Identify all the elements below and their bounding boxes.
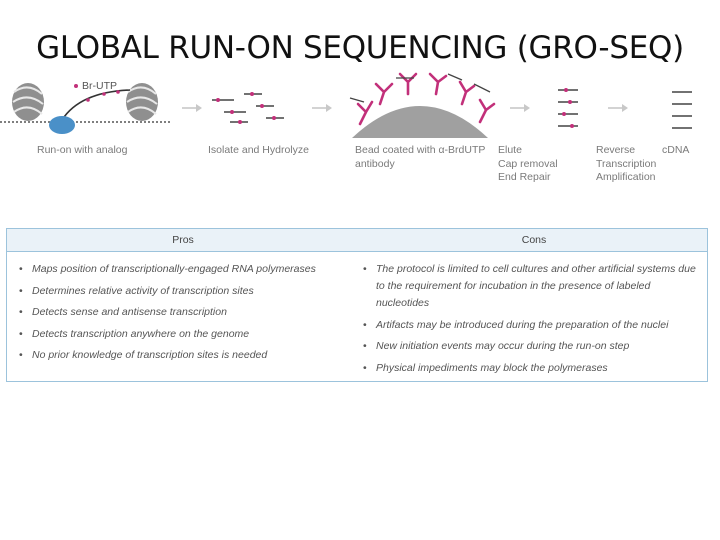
workflow-illustration: [0, 72, 692, 138]
gro-seq-workflow-diagram: Br-UTP Run-on with analog Isolate and Hy…: [0, 72, 720, 192]
pros-item: Detects sense and antisense transcriptio…: [17, 304, 352, 321]
arrow-right-icon: [608, 104, 628, 112]
cons-item: New initiation events may occur during t…: [361, 338, 701, 355]
nascent-rna-strand: [61, 89, 131, 121]
cons-header: Cons: [521, 234, 547, 246]
br-utp-dot-icon: [116, 90, 120, 94]
arrow-right-icon: [312, 104, 332, 112]
cons-list: The protocol is limited to cell cultures…: [361, 261, 701, 381]
rna-fragments-illustration: [212, 92, 284, 124]
step-label-elute: Elute Cap removal End Repair: [498, 144, 558, 183]
cons-item: The protocol is limited to cell cultures…: [361, 261, 701, 312]
antibody-icon: [356, 72, 496, 126]
nucleosome-left-icon: [12, 83, 44, 121]
antibody-bead-illustration: [349, 72, 496, 138]
pros-cons-table: Pros Cons Maps position of transcription…: [6, 228, 708, 382]
arrow-right-icon: [510, 104, 530, 112]
step-label-isolate-hydrolyze: Isolate and Hydrolyze: [208, 144, 309, 156]
br-utp-dot-icon: [102, 92, 106, 96]
br-utp-dot-icon: [86, 98, 90, 102]
table-header-row: Pros Cons: [7, 229, 707, 252]
pros-list: Maps position of transcriptionally-engag…: [17, 261, 352, 369]
br-utp-dot-icon: [74, 84, 78, 88]
eluted-rna-illustration: [558, 88, 578, 128]
pros-item: Detects transcription anywhere on the ge…: [17, 326, 352, 343]
cons-item: Artifacts may be introduced during the p…: [361, 317, 701, 334]
cons-item: Physical impediments may block the polym…: [361, 360, 701, 377]
run-on-illustration: [0, 83, 172, 134]
bead-icon: [352, 106, 488, 138]
step-label-reverse-transcription: Reverse Transcription Amplification: [596, 144, 657, 183]
nucleosome-right-icon: [126, 83, 158, 121]
page-title: GLOBAL RUN-ON SEQUENCING (GRO-SEQ): [36, 30, 684, 66]
br-utp-label: Br-UTP: [82, 80, 117, 92]
step-label-cdna: cDNA: [662, 144, 690, 156]
pros-item: Maps position of transcriptionally-engag…: [17, 261, 352, 278]
cdna-illustration: [672, 91, 692, 129]
step-label-run-on: Run-on with analog: [37, 144, 128, 156]
pros-item: No prior knowledge of transcription site…: [17, 347, 352, 364]
rna-polymerase-icon: [49, 116, 75, 134]
pros-header: Pros: [172, 234, 194, 246]
pros-item: Determines relative activity of transcri…: [17, 283, 352, 300]
step-label-bead: Bead coated with α-BrdUTP antibody: [355, 144, 486, 170]
arrow-right-icon: [182, 104, 202, 112]
